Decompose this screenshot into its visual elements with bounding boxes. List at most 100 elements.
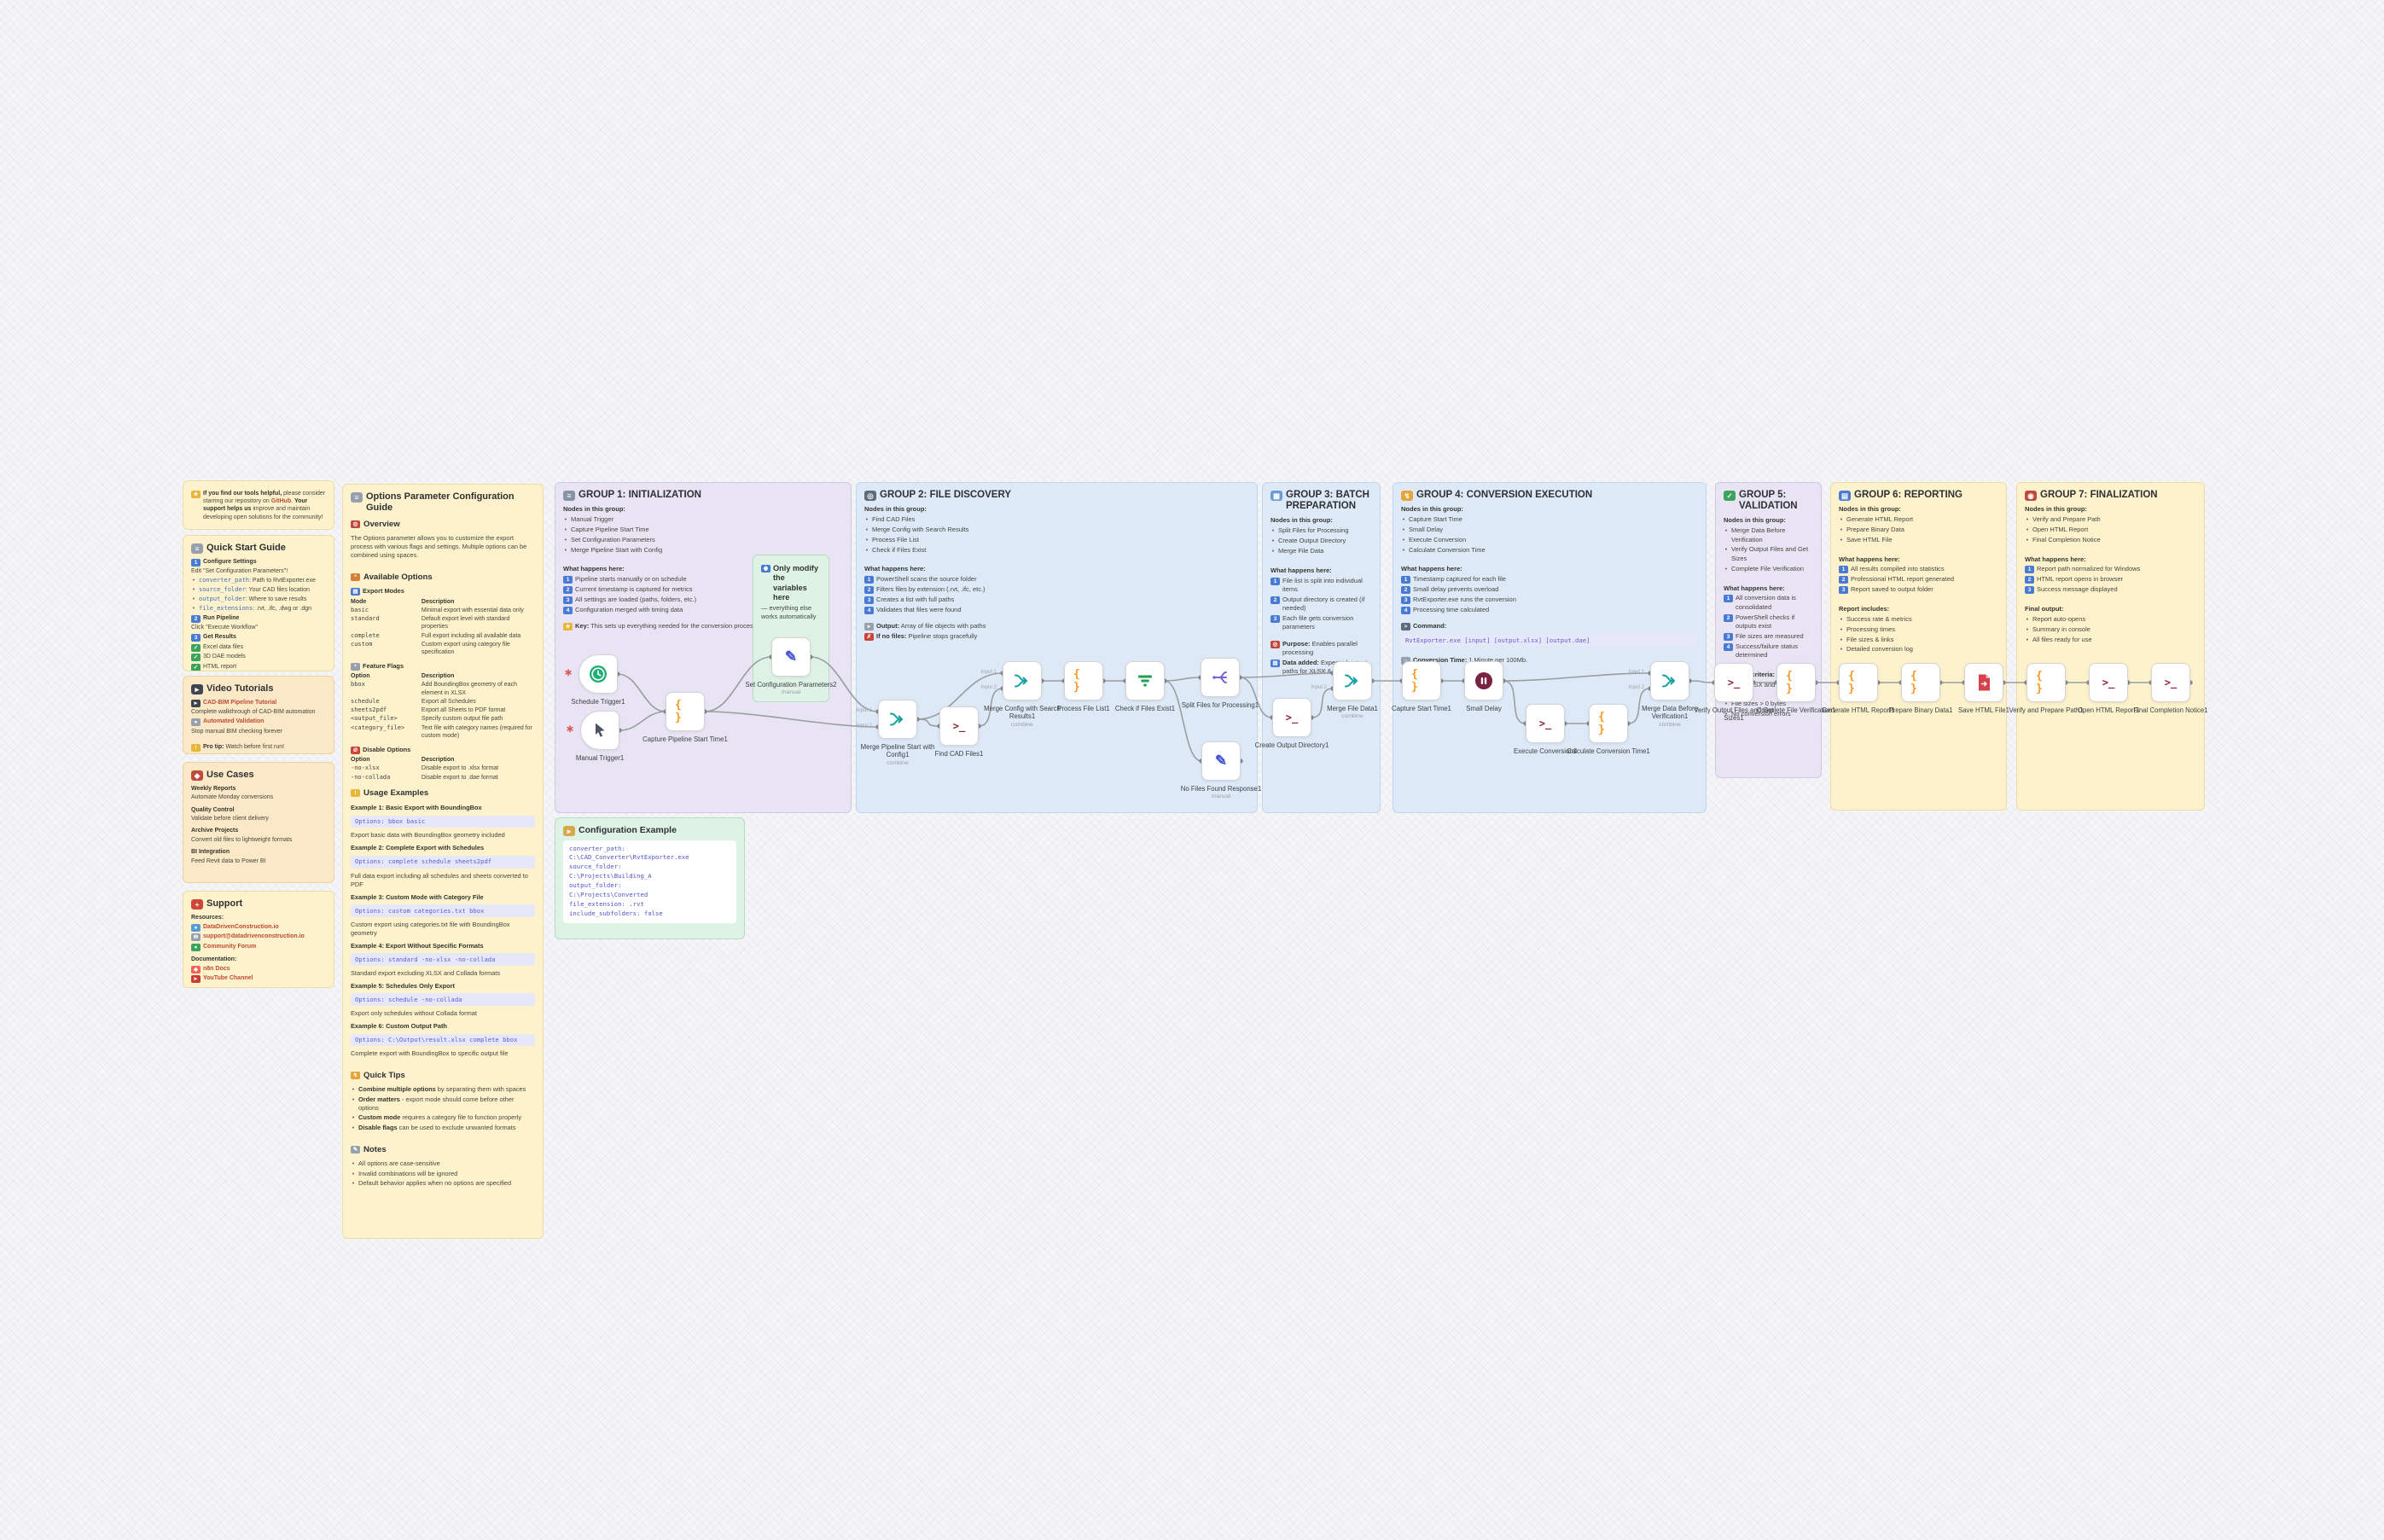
node-prepBinary[interactable]: { } bbox=[1901, 663, 1940, 702]
list-item-text: Configuration merged with timing data bbox=[575, 605, 683, 613]
node-calcTime[interactable]: { } bbox=[1589, 704, 1628, 743]
g7-icon: ◉ bbox=[2025, 490, 2037, 501]
connection-checkExist-to-noFiles[interactable] bbox=[1164, 680, 1202, 762]
text-run: Conversion Time: bbox=[1413, 656, 1468, 665]
text-link[interactable]: DataDrivenConstruction.io bbox=[203, 923, 279, 930]
node-noFiles[interactable]: ✎ bbox=[1201, 741, 1241, 781]
node-mergeData[interactable] bbox=[1333, 661, 1372, 700]
node-finalNotice[interactable]: >_ bbox=[2151, 663, 2190, 702]
g1-icon: ≡ bbox=[563, 490, 575, 501]
text-link[interactable]: support@datadrivenconstruction.io bbox=[203, 933, 305, 940]
node-schedule[interactable] bbox=[579, 654, 618, 694]
sticky-options-parameter-guide[interactable]: ≡Options Parameter Configuration Guide◎O… bbox=[342, 484, 544, 1239]
connection-capture-to-mergeStart[interactable] bbox=[704, 711, 879, 728]
text-link[interactable]: n8n Docs bbox=[203, 965, 230, 972]
list-item-text: Verify and Prepare Path bbox=[2032, 515, 2101, 524]
table-cell: Export all Sheets to PDF format bbox=[421, 707, 506, 714]
text-line: Complete export with BoundingBox to spec… bbox=[351, 1049, 509, 1058]
list-item: •output_folder: Where to save results bbox=[191, 596, 326, 603]
list-item-text: If you find our tools helpful, please co… bbox=[203, 490, 326, 522]
list-item: !Pro tip: Watch before first run! bbox=[191, 743, 326, 752]
text-link[interactable]: GitHub bbox=[270, 497, 292, 504]
list-item: •Calculate Conversion Time bbox=[1401, 546, 1698, 555]
node-mergeStart[interactable] bbox=[878, 700, 917, 739]
table-cell: Full export including all available data bbox=[421, 632, 521, 639]
connection-smallDelay-to-execConv[interactable] bbox=[1503, 680, 1526, 724]
node-verifySizes[interactable]: >_ bbox=[1714, 663, 1753, 702]
node-genReport[interactable]: { } bbox=[1839, 663, 1878, 702]
connection-setparams-to-mergeStart[interactable] bbox=[810, 656, 879, 712]
list-item: >Command: bbox=[1401, 622, 1698, 631]
node-findFiles[interactable]: >_ bbox=[939, 706, 979, 746]
node-execConv[interactable]: >_ bbox=[1526, 704, 1565, 743]
node-verifyPath[interactable]: { } bbox=[2026, 663, 2066, 702]
connection-schedule-to-capture[interactable] bbox=[617, 673, 666, 712]
text-link[interactable]: Community Forum bbox=[203, 943, 257, 950]
connection-checkExist-to-splitFiles[interactable] bbox=[1164, 677, 1201, 682]
connection-manual-to-capture[interactable] bbox=[619, 711, 666, 731]
connection-mergeVerif-to-verifySizes[interactable] bbox=[1689, 680, 1715, 683]
node-mergeVerif[interactable] bbox=[1650, 661, 1689, 700]
node-mergeSearch[interactable] bbox=[1003, 661, 1042, 700]
node-manual[interactable] bbox=[580, 711, 619, 750]
node-capture[interactable]: { } bbox=[666, 692, 705, 731]
list-item-text: All settings are loaded (paths, folders,… bbox=[575, 595, 697, 603]
connection-capture-to-setparams[interactable] bbox=[704, 656, 772, 712]
g6-icon: ▤ bbox=[1839, 490, 1851, 501]
node-openReport[interactable]: >_ bbox=[2089, 663, 2128, 702]
node-splitFiles[interactable] bbox=[1201, 658, 1240, 697]
connection-calcTime-to-mergeVerif[interactable] bbox=[1627, 688, 1651, 724]
sticky-github-note[interactable]: ★If you find our tools helpful, please c… bbox=[183, 480, 334, 530]
connection-splitFiles-to-mergeData[interactable] bbox=[1239, 672, 1334, 678]
code-icon: { } bbox=[2036, 670, 2044, 695]
text-link[interactable]: Automated Validation bbox=[203, 718, 265, 725]
connection-splitFiles-to-createDir[interactable] bbox=[1239, 677, 1273, 718]
list-item-text: Output: Array of file objects with paths bbox=[876, 622, 1249, 631]
text-line: Custom export using categories.txt file … bbox=[351, 920, 510, 937]
pencil-icon: ✎ bbox=[784, 648, 798, 665]
node-saveHtml[interactable] bbox=[1964, 663, 2003, 702]
list-item: •Process File List bbox=[864, 536, 1249, 544]
node-processList[interactable]: { } bbox=[1064, 661, 1103, 700]
connection-findFiles-to-mergeSearch[interactable] bbox=[978, 688, 1003, 727]
list-item: •Create Output Directory bbox=[1270, 537, 1372, 545]
node-checkExist[interactable] bbox=[1125, 661, 1165, 700]
text-line: — everything else works automatically bbox=[761, 604, 817, 620]
connection-mergeStart-to-findFiles[interactable] bbox=[916, 718, 940, 727]
node-captureStart[interactable]: { } bbox=[1402, 661, 1441, 700]
connection-smallDelay-to-mergeVerif[interactable] bbox=[1503, 672, 1651, 682]
node-setparams[interactable]: ✎ bbox=[771, 637, 811, 677]
dot-icon: • bbox=[2026, 525, 2029, 533]
list-item-text: Professional HTML report generated bbox=[1851, 575, 1955, 584]
node-completeVerif[interactable]: { } bbox=[1776, 663, 1816, 702]
list-item: •All files ready for use bbox=[2025, 636, 2196, 644]
connection-createDir-to-mergeData[interactable] bbox=[1311, 688, 1334, 718]
node-smallDelay[interactable] bbox=[1464, 661, 1503, 700]
text-run: 1 Minute per 100Mb. bbox=[1467, 656, 1528, 665]
list-item-text: Report saved to output folder bbox=[1851, 585, 1933, 594]
sticky-video-tutorials[interactable]: ►Video Tutorials►CAD-BIM Pipeline Tutori… bbox=[183, 676, 334, 754]
connection-mergeStart-to-mergeSearch[interactable] bbox=[916, 672, 1003, 720]
node-createDir[interactable]: >_ bbox=[1272, 698, 1311, 737]
list-item-text: Disable flags can be used to exclude unw… bbox=[358, 1124, 535, 1132]
sticky-only-modify-variables[interactable]: ◉Only modify the variables here— everyth… bbox=[753, 555, 829, 702]
list-item-text: Summary in console bbox=[2032, 625, 2090, 633]
text-link[interactable]: CAD-BIM Pipeline Tutorial bbox=[203, 699, 277, 706]
merge-icon bbox=[887, 709, 908, 729]
text-link[interactable]: YouTube Channel bbox=[203, 975, 253, 982]
